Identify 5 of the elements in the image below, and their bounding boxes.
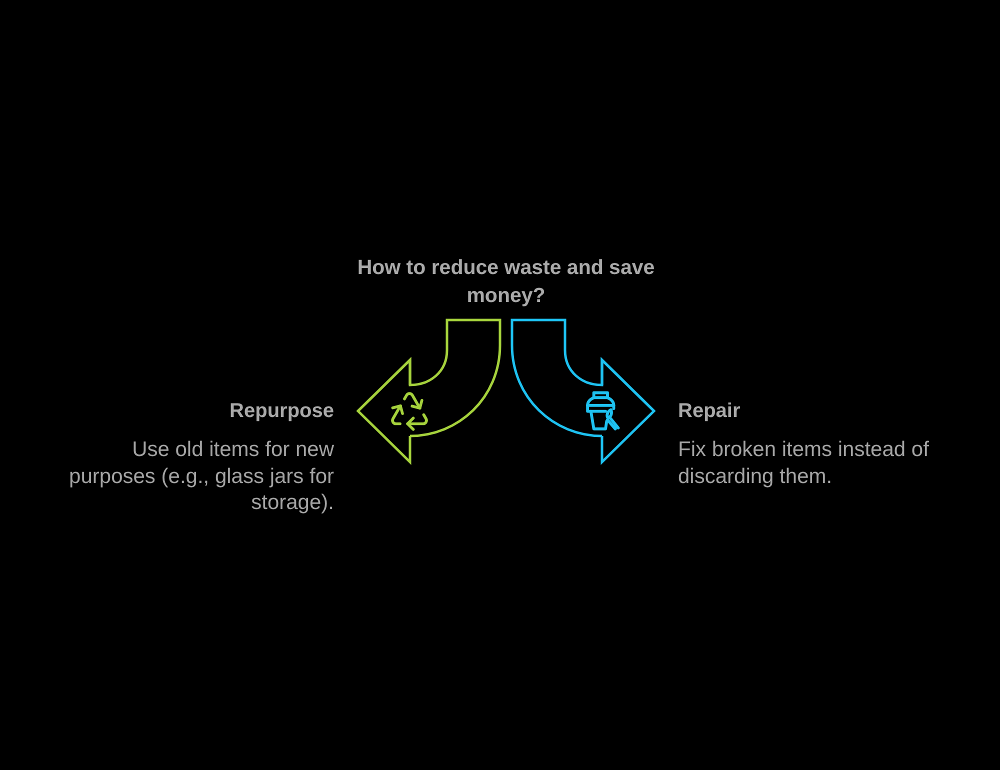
option-description: Use old items for new purposes (e.g., glass jars for storage). <box>68 437 334 516</box>
option-title: Repair <box>678 399 742 423</box>
option-description: Fix broken items instead of discarding them. <box>678 437 930 490</box>
option-title: Repurpose <box>228 399 334 423</box>
question-heading: How to reduce waste and save money? <box>356 255 656 309</box>
